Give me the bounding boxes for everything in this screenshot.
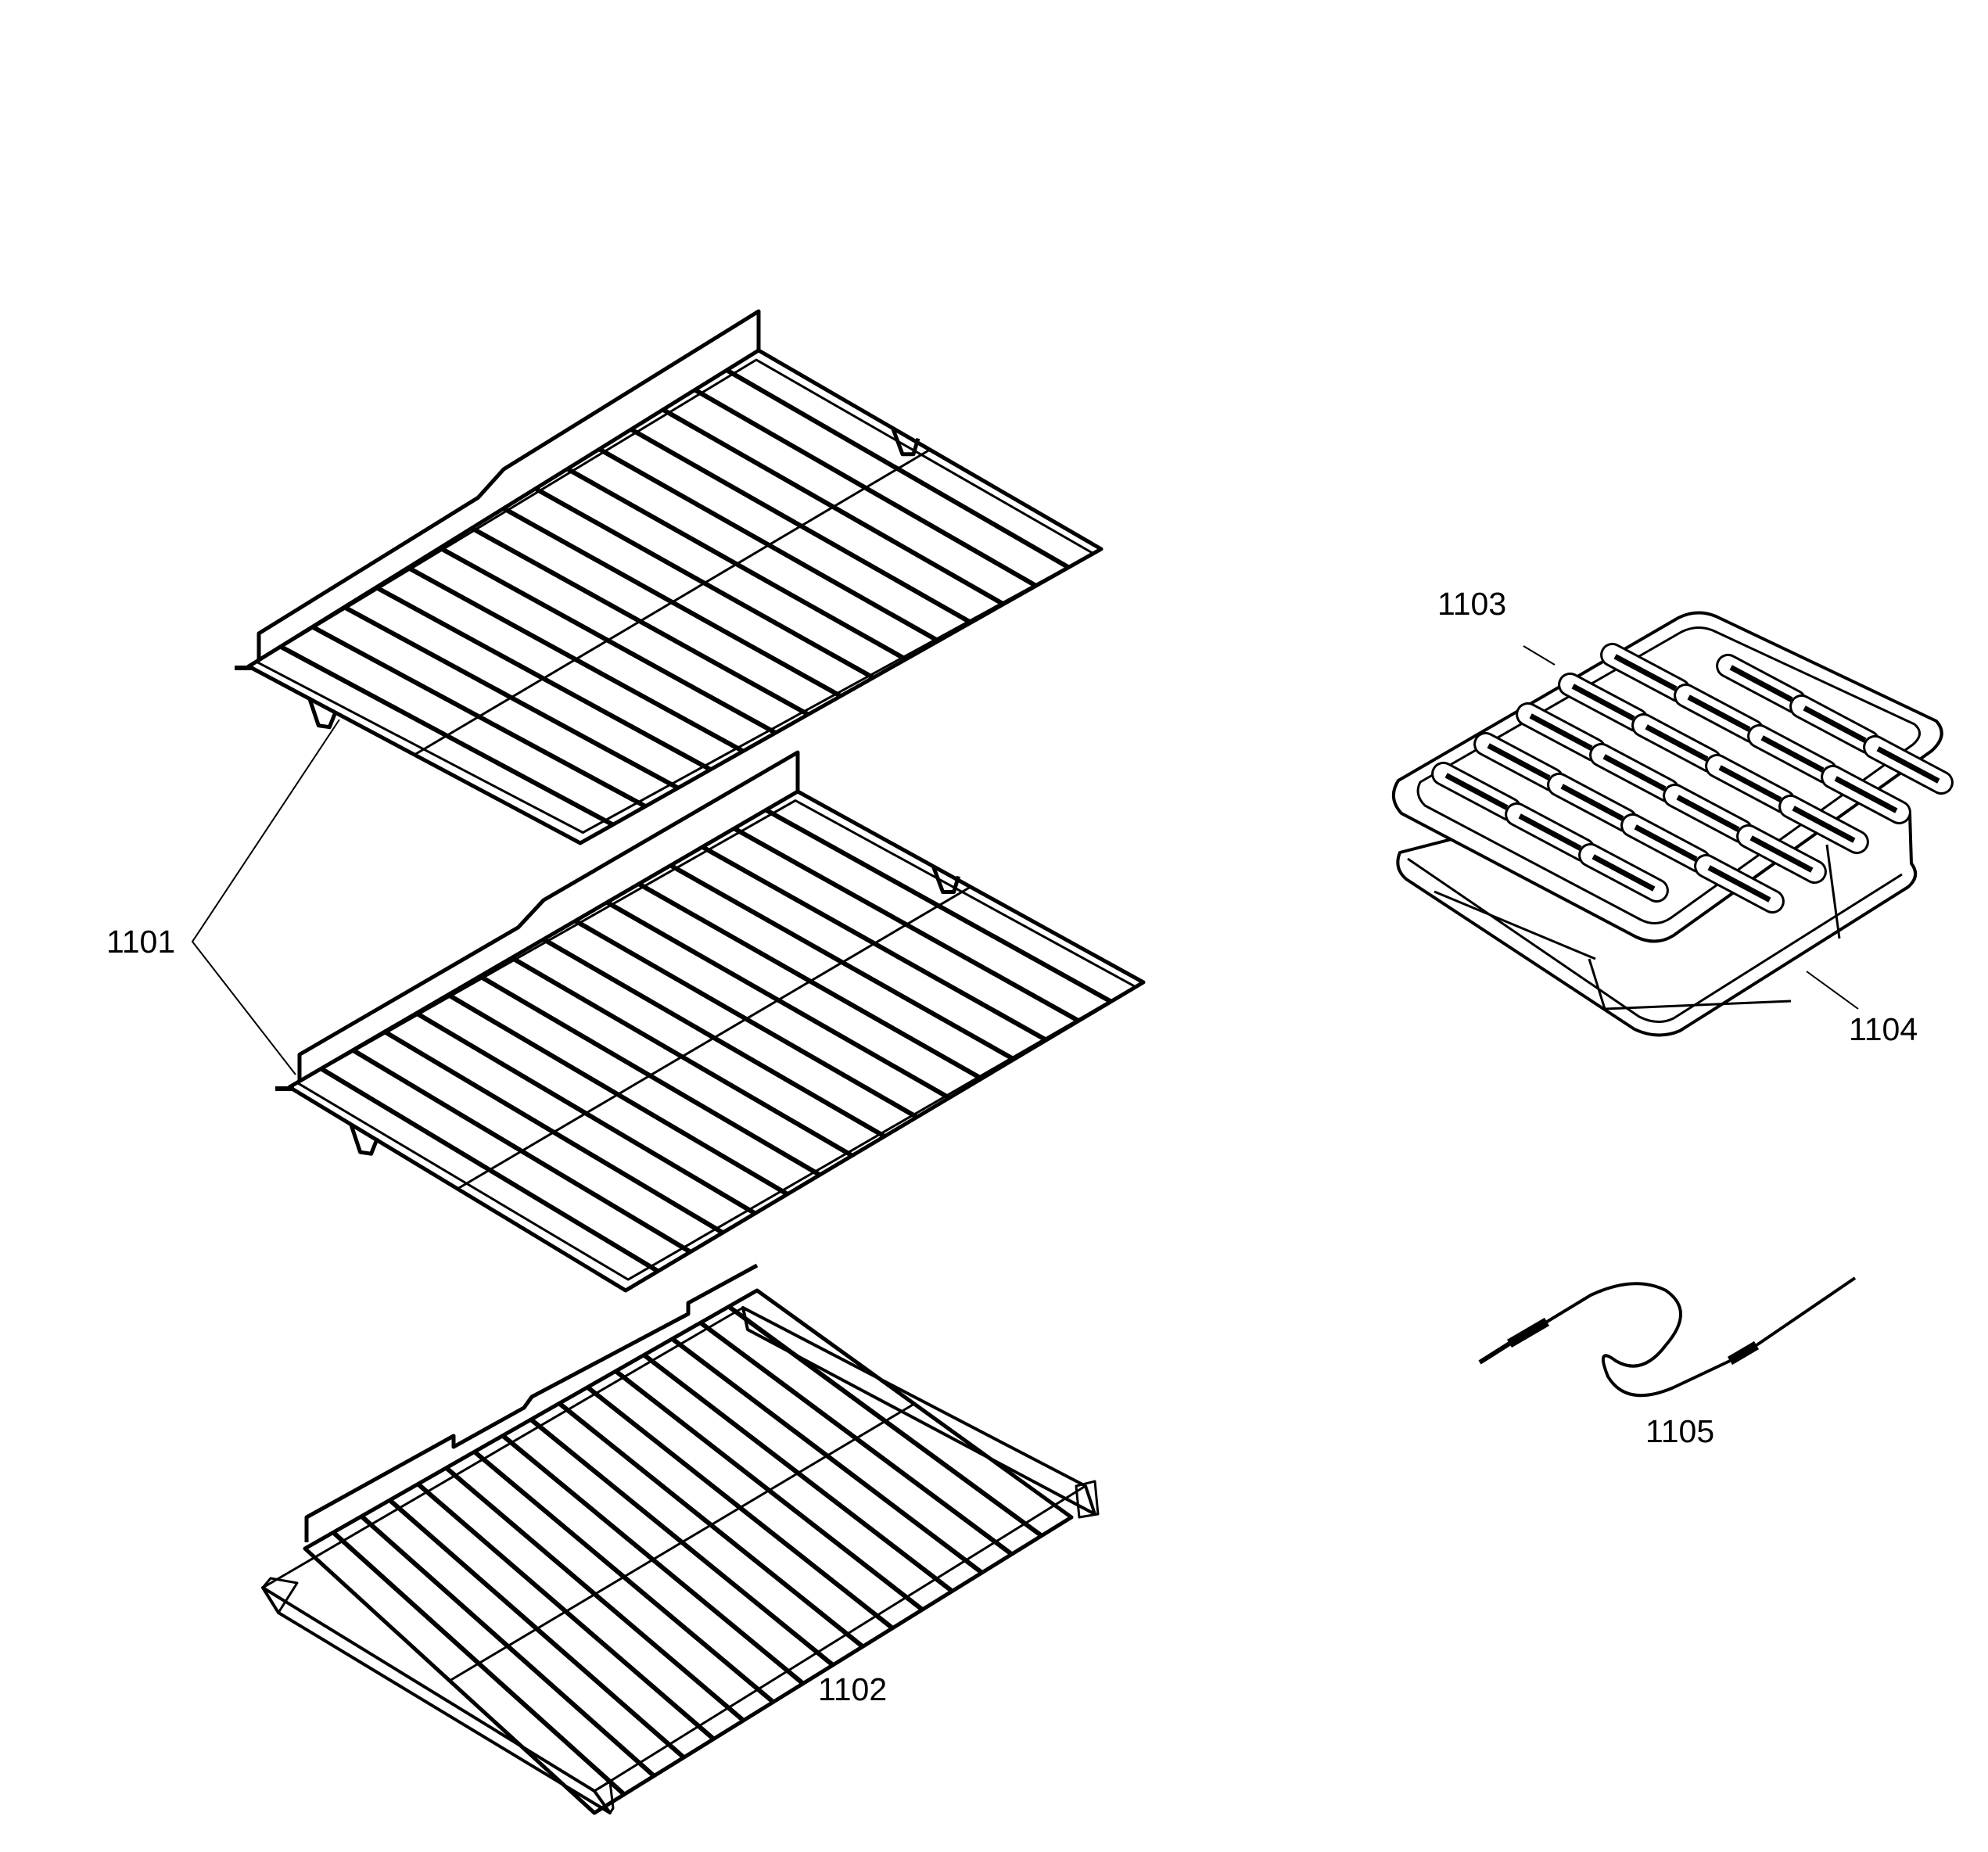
ext-slide-rail bbox=[262, 1306, 744, 1589]
extension-rack bbox=[261, 1263, 1100, 1815]
ext-slide-rail bbox=[278, 1611, 329, 1644]
broil-insert-slot-opening bbox=[1560, 784, 1624, 821]
leader-1101 bbox=[191, 719, 340, 1075]
broil-insert-slot-opening bbox=[1803, 705, 1867, 743]
callout-1102: 1102 bbox=[818, 1671, 888, 1707]
broil-insert-slot-opening bbox=[1444, 773, 1509, 810]
callout-1103: 1103 bbox=[1437, 586, 1507, 622]
leader-1103 bbox=[1523, 645, 1556, 666]
broil-pan-floor-line bbox=[1434, 890, 1596, 960]
broil-insert-slot bbox=[1789, 694, 1880, 755]
broil-pan-insert bbox=[1392, 611, 1954, 943]
rack-frame bbox=[246, 348, 1103, 845]
broil-pan-floor-line bbox=[1825, 844, 1841, 939]
rack-cross-bar bbox=[457, 885, 971, 1190]
callout-1104: 1104 bbox=[1849, 1011, 1918, 1047]
rack-stop-notch bbox=[349, 1123, 379, 1156]
broil-insert-slot bbox=[1716, 653, 1807, 714]
rack-frame bbox=[287, 789, 1146, 1293]
probe-tip bbox=[1755, 1276, 1857, 1347]
broil-pan-floor-line bbox=[1588, 958, 1606, 1010]
broil-insert-slot-opening bbox=[1634, 824, 1698, 862]
broil-insert-slot-opening bbox=[1792, 806, 1856, 843]
broil-insert-slot-opening bbox=[1529, 713, 1593, 751]
rack-frame-inner bbox=[255, 358, 1095, 834]
rack-cross-bar bbox=[414, 448, 931, 756]
broil-insert-slot-opening bbox=[1613, 654, 1678, 691]
broil-insert-slot-opening bbox=[1645, 724, 1709, 762]
broil-insert-slot-opening bbox=[1834, 776, 1898, 813]
broil-insert-slot-opening bbox=[1591, 854, 1656, 892]
broil-insert-slot-opening bbox=[1760, 735, 1825, 773]
rack-side-rail bbox=[297, 750, 800, 1082]
broil-insert-slot bbox=[1863, 734, 1954, 795]
leader-1104 bbox=[1806, 971, 1859, 1010]
meat-probe bbox=[1478, 1276, 1857, 1398]
probe-cable bbox=[1545, 1282, 1731, 1398]
probe-handle bbox=[1727, 1341, 1760, 1366]
rack-stop-notch bbox=[891, 428, 920, 457]
broil-insert-slot-opening bbox=[1729, 665, 1793, 702]
broil-insert-slot bbox=[1736, 824, 1827, 885]
broil-insert-slot bbox=[1821, 764, 1911, 825]
broil-insert-slot-opening bbox=[1487, 743, 1551, 781]
oven-rack-upper bbox=[235, 309, 1103, 845]
callout-1105: 1105 bbox=[1645, 1413, 1715, 1449]
broil-insert-slot-opening bbox=[1718, 765, 1782, 802]
ext-rack-frame bbox=[303, 1288, 1074, 1815]
ext-rack-side-rail bbox=[304, 1263, 759, 1542]
rack-frame-inner bbox=[296, 799, 1137, 1281]
rack-stop-notch bbox=[931, 866, 960, 894]
broil-pan-rim-inner bbox=[1407, 857, 1903, 1023]
broil-insert-slot bbox=[1663, 783, 1753, 844]
oven-rack-lower bbox=[275, 750, 1146, 1293]
ext-rack-cross-bar bbox=[449, 1402, 915, 1682]
callout-1101: 1101 bbox=[106, 924, 176, 960]
broil-insert-slot-opening bbox=[1571, 684, 1635, 721]
ext-slide-bracket bbox=[1075, 1480, 1100, 1519]
broil-insert-slot-opening bbox=[1676, 795, 1740, 832]
broil-insert-slot-opening bbox=[1687, 694, 1751, 732]
broil-insert-slot bbox=[1578, 842, 1669, 903]
broil-insert-slot-opening bbox=[1518, 813, 1582, 851]
rack-side-rail bbox=[257, 309, 761, 660]
broil-insert-slot bbox=[1778, 794, 1869, 855]
probe-plug-pin bbox=[1478, 1341, 1511, 1365]
broil-insert-slot-opening bbox=[1749, 835, 1814, 873]
rack-stop-notch bbox=[307, 696, 338, 730]
broil-insert-slot-opening bbox=[1876, 746, 1940, 784]
broil-insert-slot-opening bbox=[1707, 865, 1771, 903]
broil-pan-floor-line bbox=[1604, 1000, 1792, 1010]
ext-slide-rail bbox=[594, 1484, 1086, 1793]
broil-insert-slot-opening bbox=[1602, 754, 1667, 791]
leader-lines bbox=[191, 645, 1859, 1075]
broil-insert-slot bbox=[1694, 853, 1785, 914]
probe-plug bbox=[1506, 1317, 1550, 1348]
ext-slide-end-near bbox=[261, 1577, 299, 1614]
